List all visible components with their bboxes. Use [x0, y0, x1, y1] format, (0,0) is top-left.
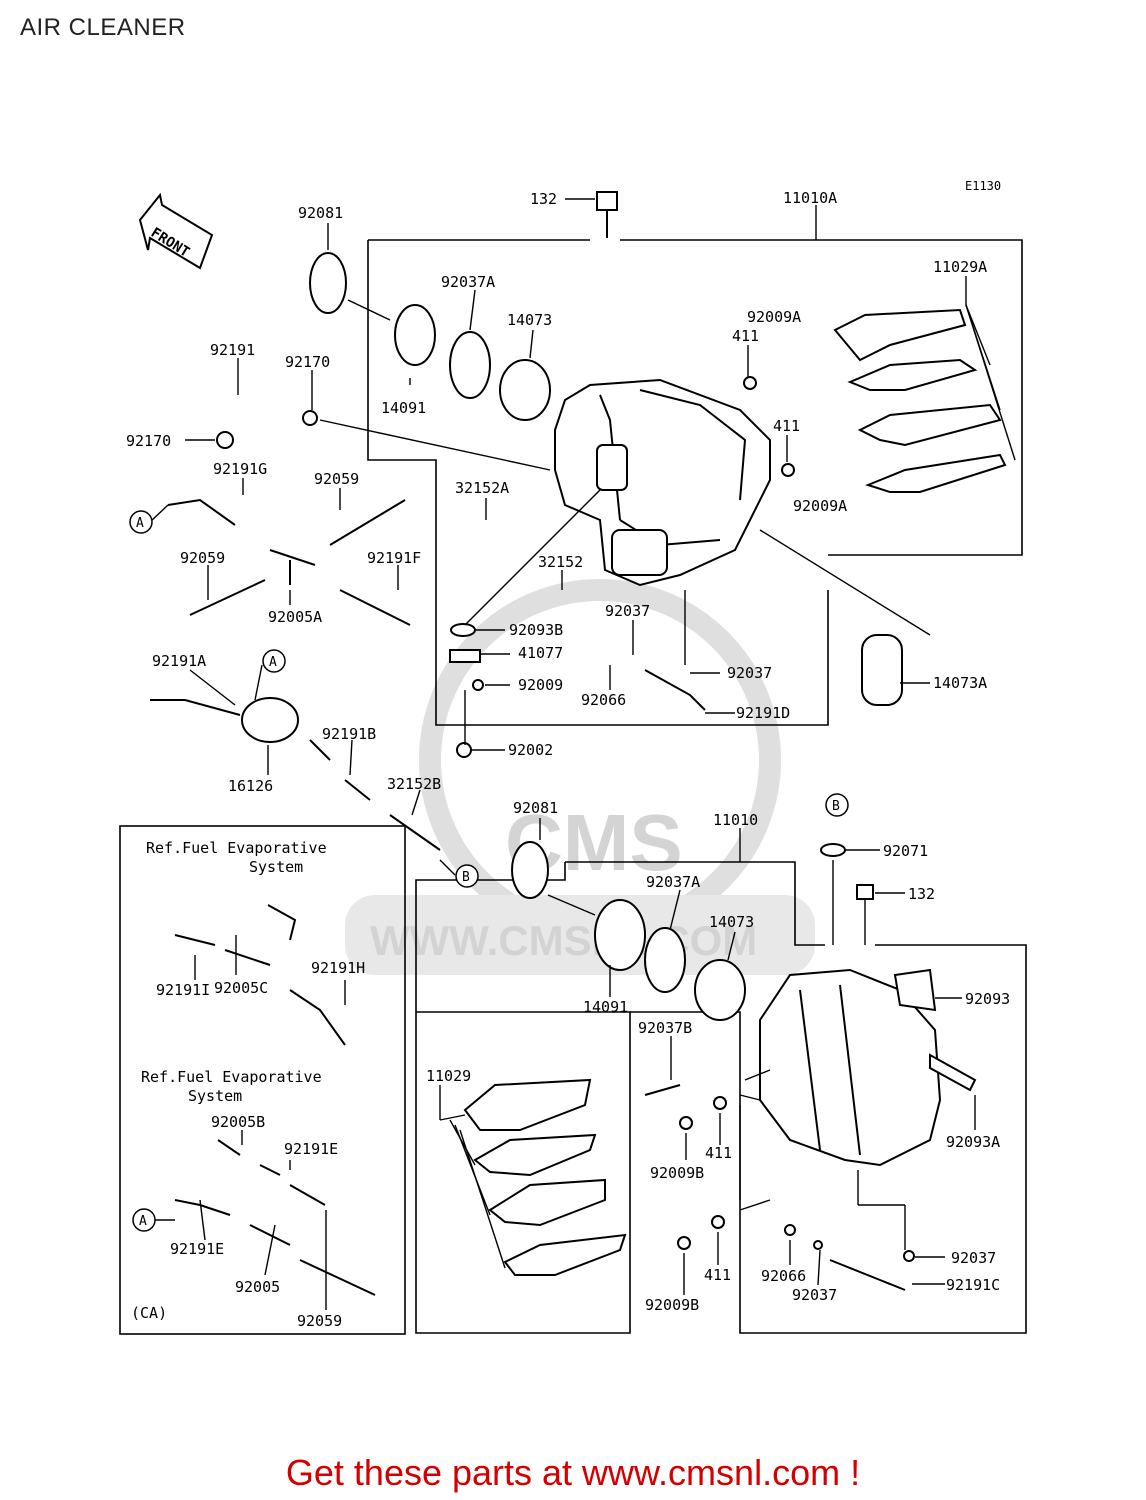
callout-92005c: 92005C: [214, 979, 268, 997]
callout-92093b: 92093B: [509, 621, 563, 639]
reference-markers: [129, 510, 849, 1232]
callout-14091: 14091: [583, 998, 628, 1016]
callout-92037: 92037: [951, 1249, 996, 1267]
callout-92002: 92002: [508, 741, 553, 759]
upper-duct-parts: [309, 252, 903, 706]
callout-14073: 14073: [507, 311, 552, 329]
callout-92037a: 92037A: [646, 873, 700, 891]
callout-92093: 92093: [965, 990, 1010, 1008]
callout-92059: 92059: [297, 1312, 342, 1330]
ref-note-1-line1: Ref.Fuel Evaporative: [146, 839, 327, 857]
footer-link[interactable]: Get these parts at www.cmsnl.com !: [285, 1452, 861, 1493]
lower-housing: [511, 841, 977, 1167]
callout-92191g: 92191G: [213, 460, 267, 478]
callout-11029a: 11029A: [933, 258, 987, 276]
callout-92037: 92037: [605, 602, 650, 620]
callout-92037a: 92037A: [441, 273, 495, 291]
callout-411: 411: [704, 1266, 731, 1284]
callout-41077: 41077: [518, 644, 563, 662]
callout-411: 411: [732, 327, 759, 345]
callout-132: 132: [908, 885, 935, 903]
section-frames: [119, 239, 1027, 1335]
callout-92009a: 92009A: [793, 497, 847, 515]
callout-92191h: 92191H: [311, 959, 365, 977]
upper-filter-stack: [833, 308, 1007, 493]
callout-92009a: 92009A: [747, 308, 801, 326]
callout-92066: 92066: [581, 691, 626, 709]
callout-32152: 32152: [538, 553, 583, 571]
watermark-url: WWW.CMSNL.COM: [370, 917, 757, 964]
callout-411: 411: [773, 417, 800, 435]
callout-32152a: 32152A: [455, 479, 509, 497]
ref-marker-b-1: B: [462, 870, 470, 885]
callout-92009: 92009: [518, 676, 563, 694]
callout-92037b: 92037B: [638, 1019, 692, 1037]
diagram-code: E1130: [965, 179, 1001, 193]
callout-132: 132: [530, 190, 557, 208]
ref-marker-b-2: B: [832, 799, 840, 814]
callout-92037: 92037: [727, 664, 772, 682]
callout-92093a: 92093A: [946, 1133, 1000, 1151]
callout-411: 411: [705, 1144, 732, 1162]
callout-92191a: 92191A: [152, 652, 206, 670]
callout-92191c: 92191C: [946, 1276, 1000, 1294]
callout-92005: 92005: [235, 1278, 280, 1296]
callout-92037: 92037: [792, 1286, 837, 1304]
callout-92071: 92071: [883, 842, 928, 860]
ref-note-1-line2: System: [249, 858, 303, 876]
ref-marker-a-3: A: [139, 1214, 147, 1229]
callout-11029: 11029: [426, 1067, 471, 1085]
page-title: AIR CLEANER: [20, 14, 186, 41]
callout-92170: 92170: [285, 353, 330, 371]
callout-92191d: 92191D: [736, 704, 790, 722]
callout-16126: 16126: [228, 777, 273, 795]
front-arrow-icon: FRONT: [138, 192, 214, 270]
ref-note-2-line1: Ref.Fuel Evaporative: [141, 1068, 322, 1086]
callout-14073a: 14073A: [933, 674, 987, 692]
ref-marker-a-1: A: [136, 516, 144, 531]
callout-92059: 92059: [180, 549, 225, 567]
callout-92059: 92059: [314, 470, 359, 488]
callout-92005a: 92005A: [268, 608, 322, 626]
callout-92170: 92170: [126, 432, 171, 450]
callout-92191i: 92191I: [156, 981, 210, 999]
ref-marker-a-2: A: [269, 655, 277, 670]
callout-92066: 92066: [761, 1267, 806, 1285]
callout-92081: 92081: [298, 204, 343, 222]
callout-14073: 14073: [709, 913, 754, 931]
callout-92191f: 92191F: [367, 549, 421, 567]
callout-92191b: 92191B: [322, 725, 376, 743]
callout-92191: 92191: [210, 341, 255, 359]
upper-housing: [554, 378, 771, 587]
callout-11010: 11010: [713, 811, 758, 829]
callout-92191e: 92191E: [170, 1240, 224, 1258]
callout-92191e: 92191E: [284, 1140, 338, 1158]
ca-label: (CA): [131, 1304, 167, 1322]
callout-92009b: 92009B: [645, 1296, 699, 1314]
callout-14091: 14091: [381, 399, 426, 417]
callout-92081: 92081: [513, 799, 558, 817]
hoses-and-fittings: [150, 498, 906, 1296]
lower-filter-stack: [463, 1078, 627, 1276]
small-hardware: [216, 191, 915, 1262]
callout-92009b: 92009B: [650, 1164, 704, 1182]
ref-note-2-line2: System: [188, 1087, 242, 1105]
leader-lines: [149, 198, 1016, 1310]
callout-11010a: 11010A: [783, 189, 837, 207]
callout-92005b: 92005B: [211, 1113, 265, 1131]
callout-32152b: 32152B: [387, 775, 441, 793]
part-callouts: 132 11010A 92081 11029A 92037A 14073 920…: [126, 189, 1010, 1330]
